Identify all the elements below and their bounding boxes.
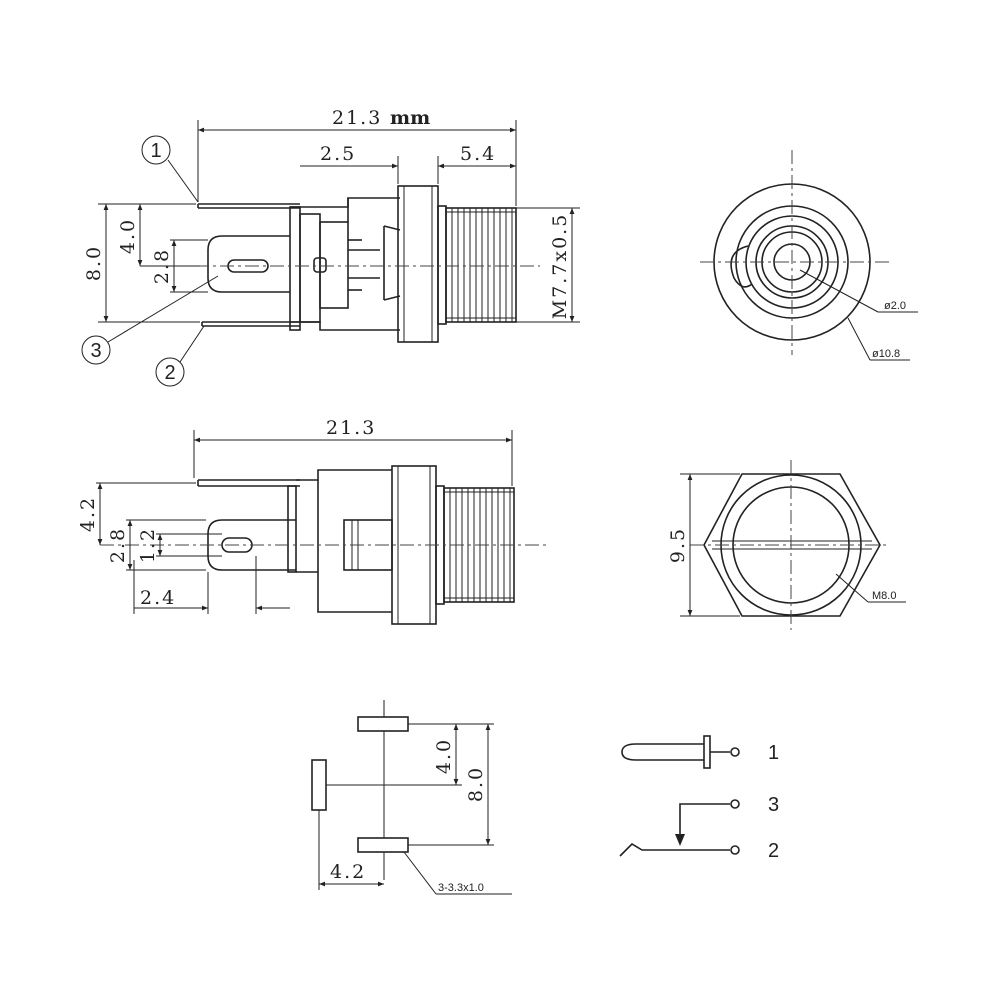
dim-outer-diameter: ø10.8 [872,348,900,360]
callout-2: 2 [164,362,175,384]
top-view: 21.3 mm 2.5 5.4 8.0 4.0 2.8 M7.7x0.5 1 3 [81,107,580,387]
side-dim-h1: 4.2 [77,496,99,532]
footprint-pad-3 [311,759,327,811]
footprint-dim-h-offset: 4.2 [330,861,366,883]
footprint-dim-v-small: 4.0 [433,738,455,774]
dim-overall-length: 21.3 [332,107,382,129]
side-dim-pin-offset: 2.4 [140,587,176,609]
dim-height-upper: 4.0 [117,218,139,254]
dim-height-pin: 2.8 [151,248,173,284]
footprint-pad-2 [357,837,409,853]
dim-segment-a: 2.5 [320,143,356,165]
dim-height-total: 8.0 [83,245,105,281]
schematic-pin-3: 3 [768,794,779,816]
nut-dim-height: 9.5 [667,527,689,563]
side-dim-overall-length: 21.3 [326,417,376,439]
footprint-pad-1 [357,716,409,732]
pcb-footprint: 4.0 8.0 4.2 3-3.3x1.0 [311,700,512,895]
dim-thread: M7.7x0.5 [549,213,571,320]
side-view: 21.3 4.2 2.8 1.2 2.4 [77,417,548,625]
schematic-symbol: 1 3 2 [619,735,779,862]
side-dim-h2: 2.8 [107,527,129,563]
side-dim-h3: 1.2 [137,527,159,563]
dim-overall-unit: mm [390,107,430,129]
nut-dim-thread: M8.0 [872,590,896,602]
callout-1: 1 [150,140,161,162]
footprint-pad-note: 3-3.3x1.0 [438,882,484,894]
callout-3: 3 [90,340,101,362]
schematic-pin-2: 2 [768,840,779,862]
dim-pin-diameter: ø2.0 [884,300,906,312]
front-view: ø2.0 ø10.8 [700,150,918,361]
nut-view: 9.5 M8.0 [667,460,906,630]
footprint-dim-v-total: 8.0 [465,766,487,802]
thread-lines-top [446,208,516,322]
dim-segment-b: 5.4 [460,143,496,165]
schematic-pin-1: 1 [768,742,779,764]
